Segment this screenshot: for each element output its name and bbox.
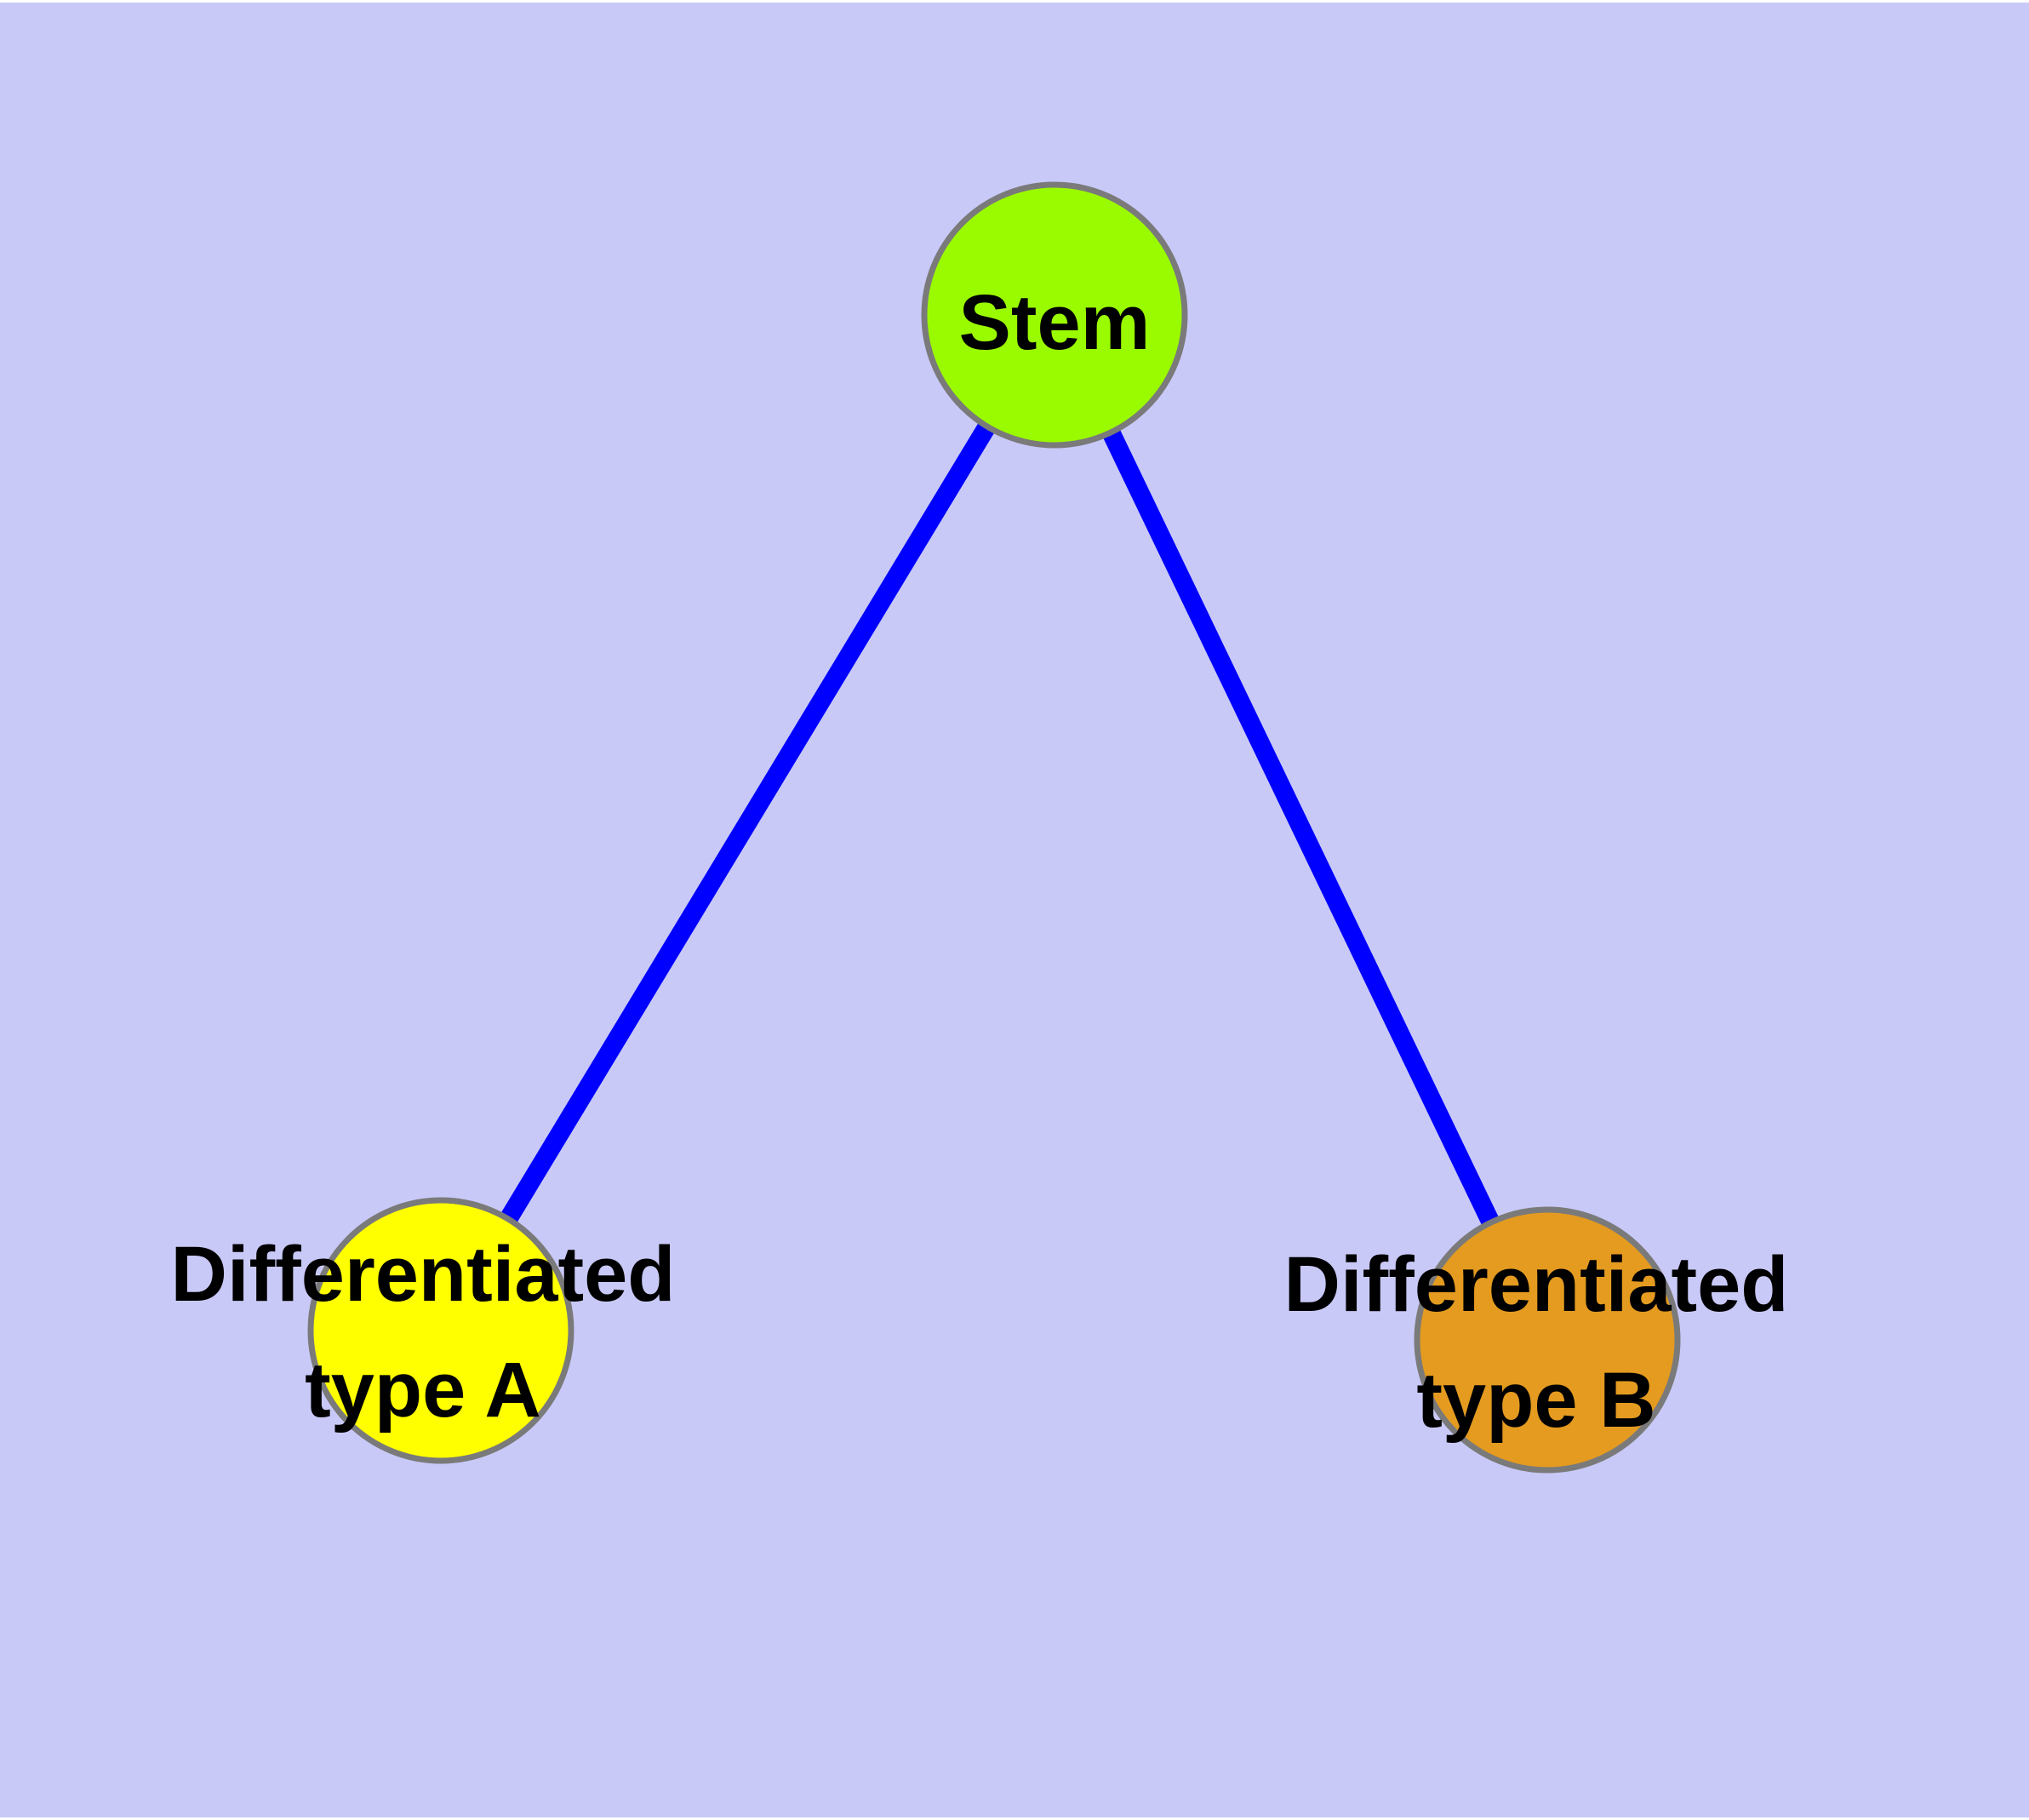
edge-stem-to-type-a xyxy=(432,310,1063,1336)
node-type-a: Differentiated type A xyxy=(171,1197,676,1464)
node-stem: Stem xyxy=(921,181,1188,449)
node-type-b-label-line1: Differentiated xyxy=(1284,1241,1789,1328)
node-type-a-label-line2: type A xyxy=(305,1347,541,1434)
node-type-a-circle xyxy=(307,1197,574,1464)
node-type-b: Differentiated type B xyxy=(1284,1206,1789,1474)
node-type-a-label-line1: Differentiated xyxy=(171,1231,676,1318)
node-stem-circle xyxy=(921,181,1188,449)
node-type-b-label-line2: type B xyxy=(1416,1357,1655,1444)
node-type-b-circle xyxy=(1414,1206,1681,1474)
edge-stem-to-type-b xyxy=(1046,311,1556,1344)
node-stem-label: Stem xyxy=(959,279,1151,366)
